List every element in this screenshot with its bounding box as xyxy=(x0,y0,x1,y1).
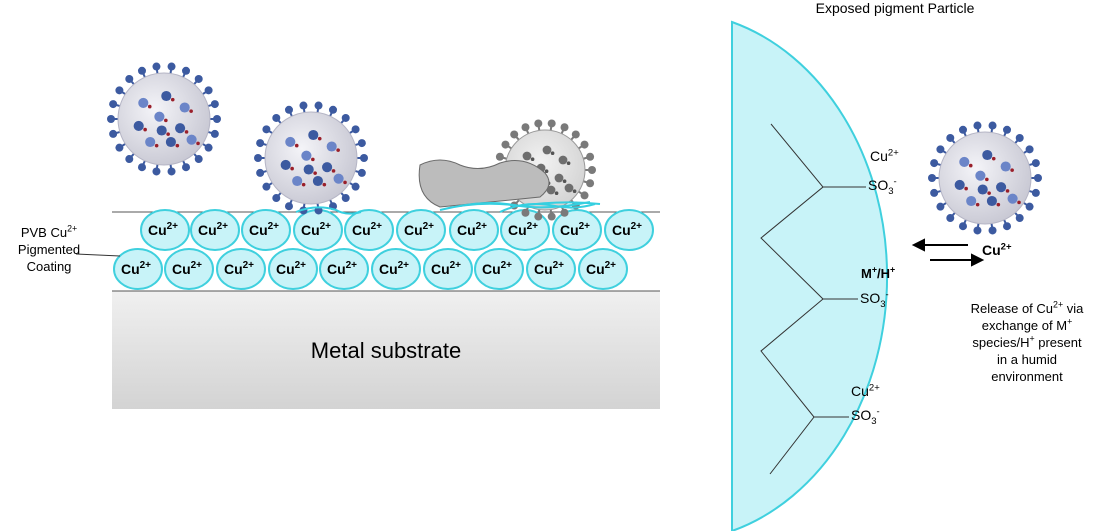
site-1-anion: SO3- xyxy=(868,176,897,197)
copper-interaction-strand xyxy=(295,206,362,215)
site-3-cation: Cu2+ xyxy=(851,382,880,399)
pigment-particle: Cu2+ xyxy=(241,209,291,251)
pigment-particles: Cu2+Cu2+Cu2+Cu2+Cu2+Cu2+Cu2+Cu2+Cu2+Cu2+… xyxy=(113,209,654,290)
pigment-particle: Cu2+ xyxy=(449,209,499,251)
pigment-particle: Cu2+ xyxy=(474,248,524,290)
pigment-particle: Cu2+ xyxy=(552,209,602,251)
pigment-particle: Cu2+ xyxy=(344,209,394,251)
site-1-cation: Cu2+ xyxy=(870,147,899,164)
virus-debris xyxy=(418,159,550,208)
virus-attached xyxy=(254,101,368,215)
pigment-particle: Cu2+ xyxy=(423,248,473,290)
pigment-particle: Cu2+ xyxy=(578,248,628,290)
pigment-particle: Cu2+ xyxy=(268,248,318,290)
copper-interaction-strand xyxy=(499,203,596,213)
pigment-particle: Cu2+ xyxy=(216,248,266,290)
pigment-particle: Cu2+ xyxy=(190,209,240,251)
exchange-arrows xyxy=(911,238,985,267)
pigment-particle: Cu2+ xyxy=(604,209,654,251)
site-2-anion: SO3- xyxy=(860,289,889,310)
pigment-particle: Cu2+ xyxy=(396,209,446,251)
coating-label-line2: Pigmented xyxy=(17,242,81,257)
particle-title: Exposed pigment Particle xyxy=(815,0,975,16)
pigment-particle: Cu2+ xyxy=(113,248,163,290)
pigment-particle: Cu2+ xyxy=(164,248,214,290)
site-3-anion: SO3- xyxy=(851,406,880,427)
coating-label-sup: 2+ xyxy=(67,223,78,234)
substrate-label: Metal substrate xyxy=(310,338,462,363)
release-note: Release of Cu2+ via exchange of M+ speci… xyxy=(970,299,1084,384)
pigment-particle: Cu2+ xyxy=(319,248,369,290)
metal-substrate xyxy=(112,291,660,409)
coating-label: PVB Cu2+ Pigmented Coating xyxy=(8,224,90,275)
pigment-particle: Cu2+ xyxy=(526,248,576,290)
coating-label-text: PVB Cu xyxy=(20,225,68,240)
virus-floating xyxy=(107,62,221,176)
pigment-particle: Cu2+ xyxy=(140,209,190,251)
coating-leader-line xyxy=(75,253,121,257)
pigment-particle: Cu2+ xyxy=(371,248,421,290)
exposed-pigment-particle xyxy=(731,20,889,531)
coating-label-line3: Coating xyxy=(26,259,72,274)
site-2-cation: M+/H+ xyxy=(861,264,896,281)
virus-particles xyxy=(107,62,1042,235)
virus-near-particle xyxy=(928,121,1042,235)
released-cu-ion: Cu2+ xyxy=(982,241,1012,258)
pigment-particle: Cu2+ xyxy=(293,209,343,251)
